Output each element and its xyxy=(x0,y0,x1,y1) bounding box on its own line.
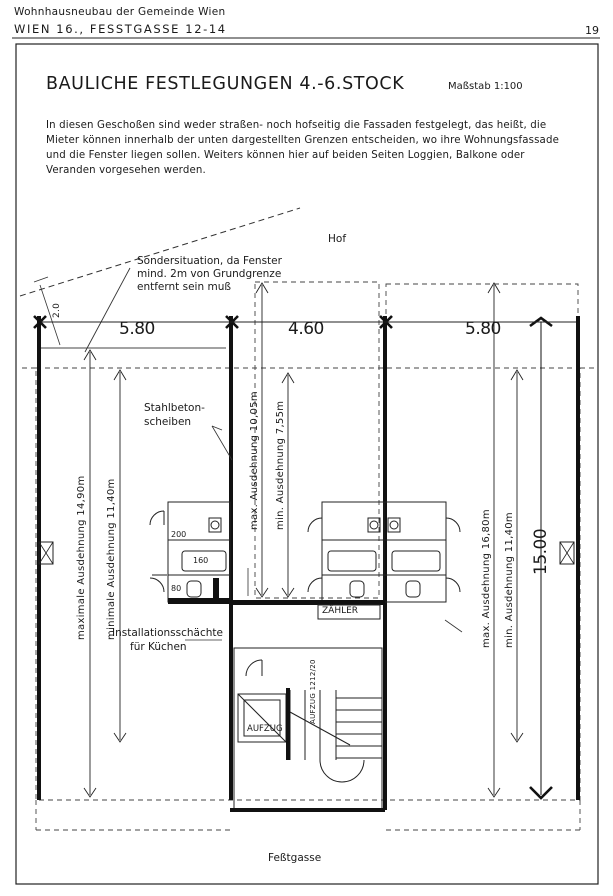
special-note-leader xyxy=(84,267,131,353)
elevator-size-label: AUFZUG 1212/20 xyxy=(309,659,317,724)
width-left-label: 5.80 xyxy=(119,319,155,339)
special-note-line3: entfernt sein muß xyxy=(137,281,231,293)
right-min-extent-label: min. Ausdehnung 11,40m xyxy=(504,512,515,648)
header-address-line: WIEN 16., FESSTGASSE 12-14 xyxy=(14,22,227,36)
courtyard-label: Hof xyxy=(328,233,347,245)
middle-min-extent-label: min. Ausdehnung 7,55m xyxy=(275,400,286,530)
elevator-label: AUFZUG xyxy=(247,724,283,734)
width-right-label: 5.80 xyxy=(465,319,501,339)
tub-160-label: 160 xyxy=(193,556,209,565)
width-middle-label: 4.60 xyxy=(288,319,324,339)
left-min-extent-label: minimale Ausdehnung 11,40m xyxy=(106,478,117,640)
meter-label: ZÄHLER xyxy=(322,606,359,616)
street-label: Feßtgasse xyxy=(268,852,322,864)
page-frame xyxy=(15,43,599,885)
small-dimension-line xyxy=(39,284,61,346)
window-right xyxy=(559,541,575,565)
wall-right-mid xyxy=(383,316,387,810)
room-200-label: 200 xyxy=(171,530,187,539)
room-80-label: 80 xyxy=(171,584,182,593)
property-line xyxy=(19,207,301,297)
right-max-extent-label: max. Ausdehnung 16,80m xyxy=(481,509,492,648)
header-project-line: Wohnhausneubau der Gemeinde Wien xyxy=(14,6,226,18)
bathroom-block-left xyxy=(149,501,231,603)
shafts-note-line1: Installationsschächte xyxy=(112,627,223,639)
page-title: BAULICHE FESTLEGUNGEN 4.-6.STOCK xyxy=(46,74,405,94)
shafts-note-line2: für Küchen xyxy=(130,641,187,653)
meter-box xyxy=(317,604,381,620)
window-left xyxy=(38,541,54,565)
walls-note-line1: Stahlbeton- xyxy=(144,402,205,414)
special-note-line1: Sondersituation, da Fenster xyxy=(137,255,282,267)
small-dimension-label: 2.0 xyxy=(52,302,62,318)
building-limit-envelope xyxy=(35,367,581,801)
middle-max-extent-label: max. Ausdehnung 10,05m xyxy=(249,391,260,530)
middle-bay-envelope xyxy=(254,281,380,599)
bathroom-block-right xyxy=(307,501,461,603)
wall-left-mid xyxy=(229,316,233,800)
special-note-line2: mind. 2m von Grundgrenze xyxy=(137,268,282,280)
depth-total-label: 15.00 xyxy=(531,528,551,575)
description-paragraph: In diesen Geschoßen sind weder straßen- … xyxy=(46,120,559,176)
wall-right xyxy=(576,316,580,800)
left-max-extent-label: maximale Ausdehnung 14,90m xyxy=(76,475,87,640)
scale-label: Maßstab 1:100 xyxy=(448,81,523,92)
page-number: 19 xyxy=(585,24,599,37)
walls-note-line2: scheiben xyxy=(144,416,192,428)
shaft-wall xyxy=(230,600,385,605)
